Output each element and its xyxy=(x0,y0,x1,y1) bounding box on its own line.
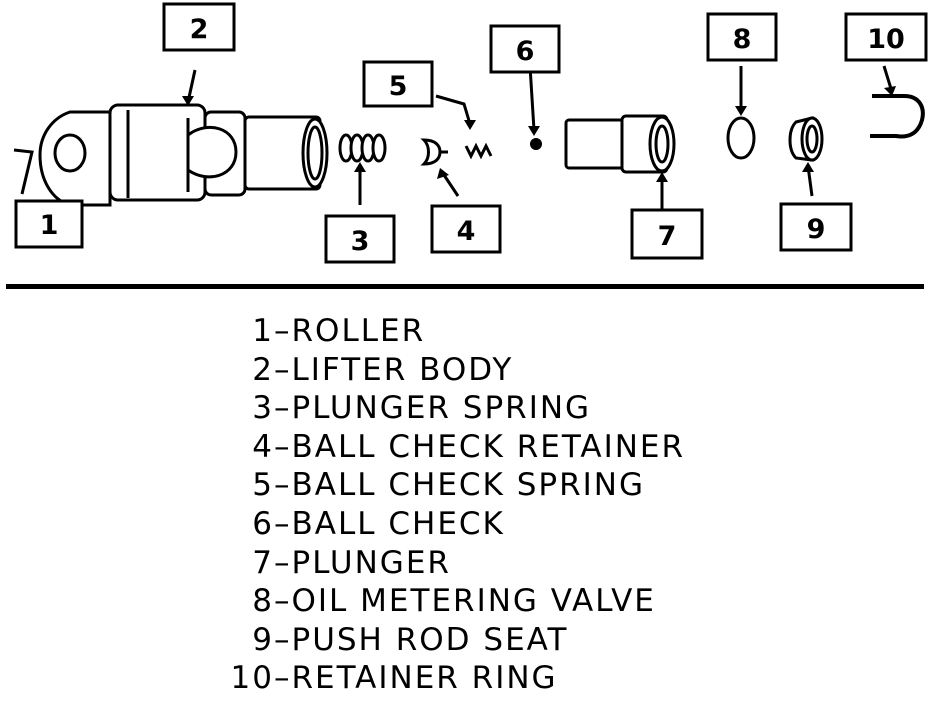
legend-item: 9–PUSH ROD SEAT xyxy=(226,621,846,660)
legend-text: –PLUNGER xyxy=(274,544,451,581)
legend-item: 7–PLUNGER xyxy=(226,544,846,583)
callout-4: 4 xyxy=(430,204,502,254)
callout-10-label: 10 xyxy=(867,24,905,55)
callout-6-label: 6 xyxy=(516,36,535,67)
legend-number: 6 xyxy=(252,505,274,542)
callout-7: 7 xyxy=(630,208,704,260)
callout-10: 10 xyxy=(844,12,928,62)
callout-9-label: 9 xyxy=(807,214,826,245)
legend-item: 2–LIFTER BODY xyxy=(226,351,846,390)
legend-text: –ROLLER xyxy=(274,313,426,349)
legend-text: –LIFTER BODY xyxy=(274,351,514,388)
legend-number: 10 xyxy=(230,660,274,697)
callout-7-label: 7 xyxy=(658,221,677,252)
callout-8-label: 8 xyxy=(733,24,752,55)
callout-5: 5 xyxy=(362,60,434,108)
callout-3: 3 xyxy=(324,214,396,264)
callout-8: 8 xyxy=(706,12,778,62)
legend-item: 5–BALL CHECK SPRING xyxy=(226,466,846,505)
legend-number: 2 xyxy=(252,351,274,388)
oil-metering-valve-drawing xyxy=(726,116,756,160)
legend-text: –BALL CHECK xyxy=(274,505,505,542)
callout-3-label: 3 xyxy=(351,226,370,257)
callout-6: 6 xyxy=(489,24,561,74)
legend-number: 7 xyxy=(252,544,274,581)
divider-line xyxy=(6,284,924,289)
legend-number: 9 xyxy=(252,621,274,658)
callout-2: 2 xyxy=(162,2,236,52)
legend-item: 8–OIL METERING VALVE xyxy=(226,582,846,621)
legend-number: 8 xyxy=(252,583,274,620)
ball-check-spring-drawing xyxy=(464,142,493,160)
callout-2-label: 2 xyxy=(190,14,209,45)
lifter-body-drawing xyxy=(38,103,329,207)
legend-text: –PLUNGER SPRING xyxy=(274,390,592,427)
legend-text: –PUSH ROD SEAT xyxy=(274,621,569,658)
legend-number: 5 xyxy=(252,467,274,504)
legend-item: 6–BALL CHECK xyxy=(226,505,846,544)
legend-number: 3 xyxy=(252,390,274,427)
ball-check-drawing xyxy=(530,138,542,150)
legend-number: 1 xyxy=(252,313,274,349)
callout-4-label: 4 xyxy=(457,216,476,247)
plunger-drawing xyxy=(564,114,676,174)
legend-item: 1–ROLLER xyxy=(226,312,846,351)
retainer-ring-drawing xyxy=(870,94,925,139)
legend-item: 10–RETAINER RING xyxy=(226,659,846,698)
plunger-spring-drawing xyxy=(338,133,387,163)
callout-1: 1 xyxy=(14,199,84,249)
legend-text: –BALL CHECK SPRING xyxy=(274,467,646,504)
legend-number: 4 xyxy=(252,428,274,465)
leader-lines xyxy=(182,65,896,210)
legend-text: –RETAINER RING xyxy=(274,660,558,697)
legend-text: –OIL METERING VALVE xyxy=(274,583,656,620)
callout-5-label: 5 xyxy=(389,71,408,102)
callout-9: 9 xyxy=(779,202,853,252)
legend-text: –BALL CHECK RETAINER xyxy=(274,428,686,465)
push-rod-seat-drawing xyxy=(788,116,824,162)
parts-legend: 1–ROLLER 2–LIFTER BODY 3–PLUNGER SPRING … xyxy=(226,312,846,698)
ball-check-retainer-drawing xyxy=(420,138,448,166)
legend-item: 4–BALL CHECK RETAINER xyxy=(226,428,846,467)
callout-1-label: 1 xyxy=(40,210,59,241)
roller-drawing xyxy=(13,133,87,195)
legend-item: 3–PLUNGER SPRING xyxy=(226,389,846,428)
